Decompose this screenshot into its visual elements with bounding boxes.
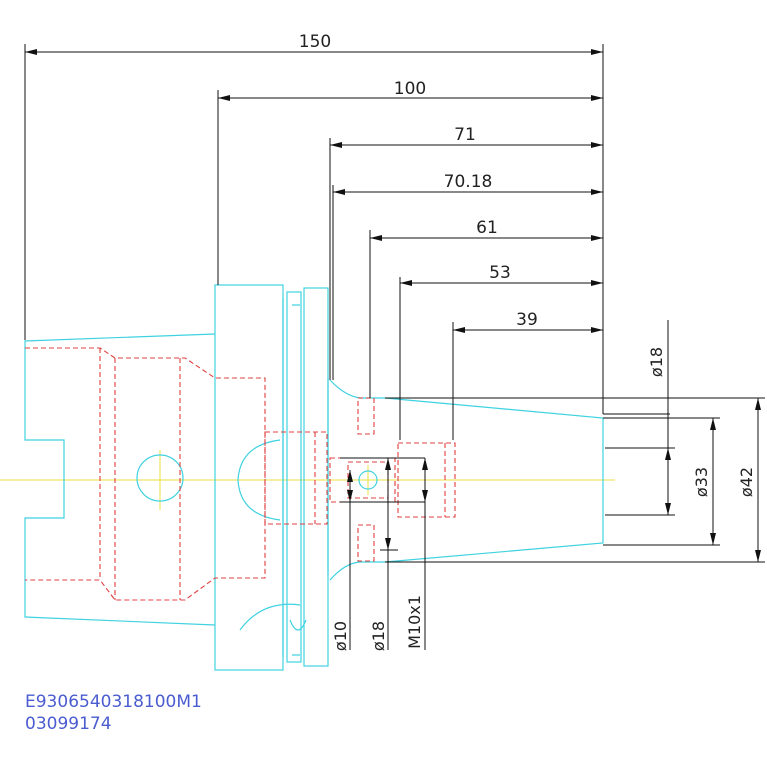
dim-dia-42: ø42 <box>737 467 756 497</box>
dim-39: 39 <box>516 310 538 330</box>
dim-61: 61 <box>476 218 498 238</box>
dim-53: 53 <box>489 263 511 283</box>
dimension-labels: 150 100 71 70.18 61 53 39 ø18 ø33 ø42 ø1… <box>299 32 756 651</box>
dim-150: 150 <box>299 32 331 52</box>
dim-71: 71 <box>454 125 476 145</box>
dimension-lines <box>24 44 765 650</box>
hidden-lines <box>25 347 456 601</box>
dim-thread-m10: M10x1 <box>405 595 424 649</box>
dim-dia-10: ø10 <box>331 621 350 651</box>
dim-70-18: 70.18 <box>444 172 493 192</box>
part-code-line2: 03099174 <box>25 714 112 734</box>
center-line <box>0 450 615 510</box>
dim-100: 100 <box>394 79 426 99</box>
part-code: E9306540318100M1 03099174 <box>25 692 202 734</box>
holder-outline <box>24 284 604 671</box>
dim-dia-33: ø33 <box>692 467 711 497</box>
dim-dia-18-bottom: ø18 <box>369 621 388 651</box>
dim-dia-18-right: ø18 <box>647 347 666 377</box>
part-code-line1: E9306540318100M1 <box>25 692 202 712</box>
